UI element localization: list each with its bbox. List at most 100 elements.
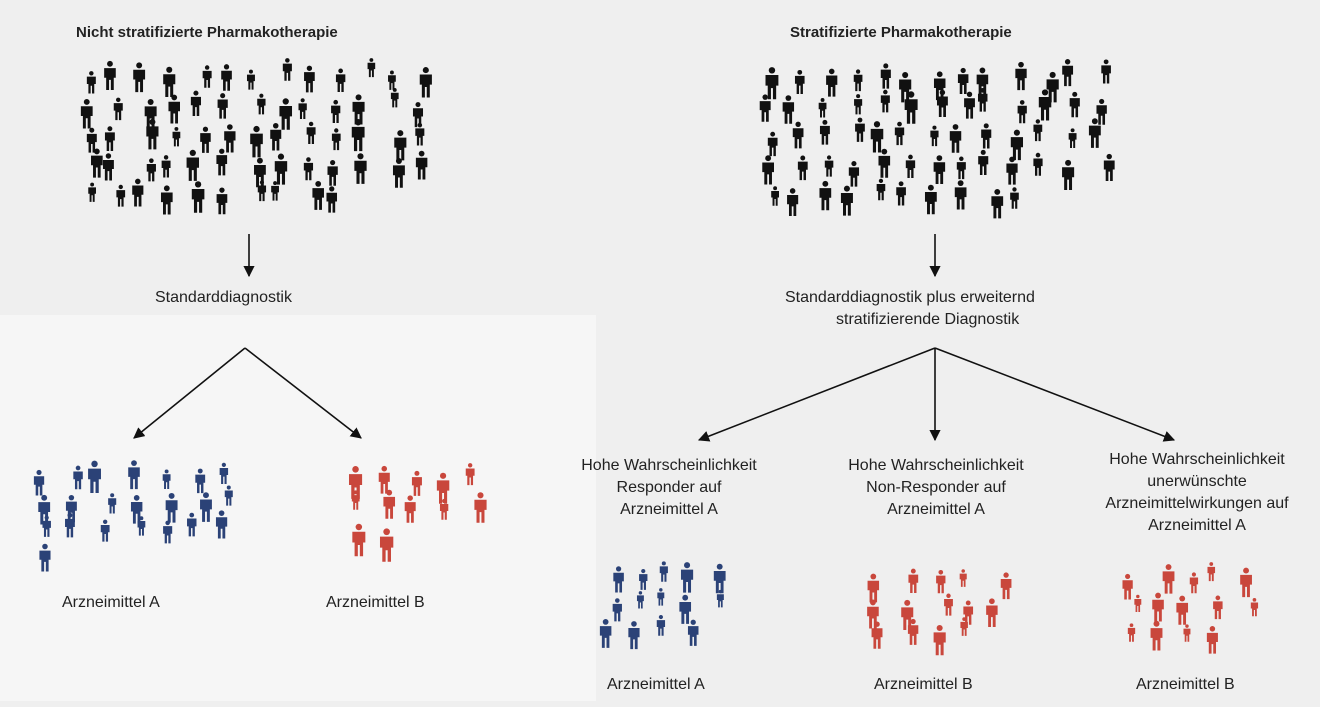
person-icon — [1015, 61, 1027, 91]
person-icon — [348, 466, 363, 499]
person-icon — [88, 460, 101, 493]
person-icon — [924, 184, 937, 215]
person-icon — [599, 619, 612, 648]
person-icon — [936, 89, 948, 117]
person-icon — [944, 593, 953, 616]
person-icon — [100, 519, 110, 542]
person-icon — [39, 543, 51, 572]
person-icon — [306, 121, 316, 145]
person-icon — [1152, 592, 1164, 622]
person-icon — [116, 184, 126, 207]
person-icon — [782, 95, 795, 124]
person-icon — [257, 180, 267, 202]
person-icon — [202, 65, 212, 88]
person-icon — [436, 472, 450, 504]
person-icon — [1206, 626, 1218, 654]
person-icon — [1183, 624, 1191, 642]
person-icon — [379, 528, 394, 562]
person-icon — [224, 485, 233, 506]
person-icon — [352, 523, 366, 557]
person-icon — [840, 185, 853, 216]
person-icon — [216, 148, 228, 176]
right-title: Stratifizierte Pharmakotherapie — [790, 24, 1012, 41]
person-icon — [855, 117, 865, 142]
right-group-responder-label: Arzneimittel A — [607, 676, 705, 693]
person-icon — [1134, 594, 1142, 613]
person-icon — [963, 600, 974, 625]
person-icon — [854, 94, 863, 115]
arrow-right-split-responder — [697, 347, 936, 442]
person-icon — [419, 67, 432, 98]
person-icon — [219, 462, 229, 484]
left-group-a-label: Arzneimittel A — [62, 594, 160, 611]
person-icon — [899, 72, 912, 103]
person-icon — [981, 123, 992, 149]
person-icon — [102, 153, 114, 181]
person-icon — [312, 181, 324, 210]
person-icon — [679, 594, 692, 624]
person-icon — [964, 91, 975, 119]
right-diagnostic-line2: stratifizierende Diagnostik — [836, 311, 1020, 328]
person-icon — [824, 155, 834, 177]
person-icon — [771, 186, 780, 206]
person-icon — [797, 155, 808, 181]
person-icon — [411, 470, 422, 496]
person-icon — [224, 124, 236, 153]
person-icon — [933, 624, 946, 656]
person-icon — [326, 186, 338, 213]
person-icon — [848, 161, 860, 187]
person-icon — [394, 130, 407, 161]
person-icon — [1103, 153, 1115, 181]
person-icon — [172, 126, 181, 147]
person-icon — [612, 598, 622, 622]
person-icon — [195, 468, 206, 494]
left-title: Nicht stratifizierte Pharmakotherapie — [76, 24, 338, 41]
person-icon — [271, 181, 279, 201]
nonresponder-line3: Arzneimittel A — [887, 501, 985, 518]
person-icon — [279, 98, 293, 130]
person-icon — [80, 98, 93, 129]
person-icon — [415, 122, 425, 146]
person-icon — [1017, 100, 1027, 124]
person-icon — [250, 125, 263, 158]
person-icon — [104, 60, 116, 90]
person-icon — [1010, 187, 1019, 209]
right-group-responder-text: Hohe Wahrscheinlichkeit Responder auf Ar… — [562, 455, 776, 521]
responder-line1: Hohe Wahrscheinlichkeit — [581, 457, 757, 474]
responder-line2: Responder auf — [616, 479, 722, 496]
person-icon — [367, 58, 376, 78]
person-icon — [908, 568, 919, 594]
person-icon — [787, 188, 799, 216]
person-icon — [73, 465, 83, 490]
person-icon — [165, 492, 178, 523]
right-group-adverse-label: Arzneimittel B — [1136, 676, 1235, 693]
person-icon — [1038, 89, 1052, 121]
person-icon — [853, 69, 863, 92]
person-icon-groups — [33, 58, 1259, 656]
person-icon — [352, 94, 365, 125]
person-icon — [1062, 159, 1075, 191]
arrow-right-split-adverse — [934, 347, 1176, 442]
person-icon — [162, 469, 171, 490]
person-icon — [1162, 564, 1175, 594]
person-icon — [826, 68, 838, 97]
person-icon — [819, 119, 830, 145]
person-icon — [957, 67, 969, 95]
person-icon — [767, 131, 778, 157]
person-icon — [713, 563, 726, 594]
person-icon — [896, 181, 906, 206]
person-icon — [977, 87, 988, 112]
person-icon — [765, 67, 779, 100]
person-icon — [1010, 129, 1024, 161]
person-icon — [65, 494, 77, 523]
person-icon — [274, 153, 288, 185]
person-icon — [1127, 623, 1136, 642]
person-icon — [716, 589, 724, 608]
person-icon — [104, 126, 115, 151]
person-icon — [378, 465, 390, 494]
person-icon — [659, 561, 668, 582]
left-lower-panel — [0, 315, 596, 701]
person-icon — [1240, 567, 1252, 598]
flow-arrows — [133, 234, 1176, 442]
